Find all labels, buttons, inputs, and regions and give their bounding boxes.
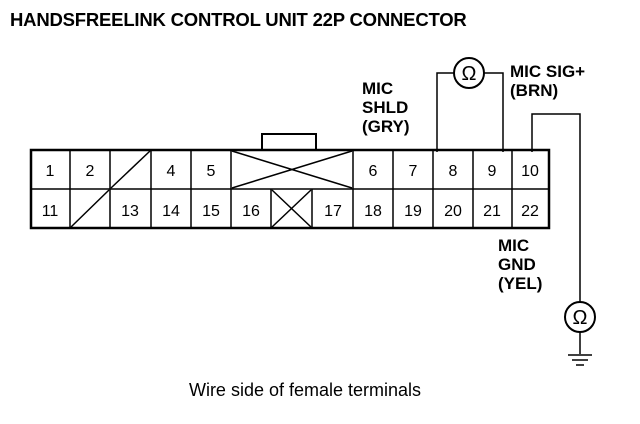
- ohmmeter-top-lead: [436, 72, 504, 152]
- mic-shld-label-line2: SHLD: [362, 98, 409, 117]
- pin-15: 15: [202, 203, 220, 220]
- ohm-symbol-ground: Ω: [573, 307, 588, 329]
- pin-18: 18: [364, 203, 382, 220]
- empty-cavity-slash-top: [110, 150, 151, 189]
- empty-cavity-cross-wide: [231, 150, 353, 189]
- ohmmeter-ground-lead: [531, 113, 581, 302]
- diagram-caption: Wire side of female terminals: [188, 380, 422, 400]
- pin-13: 13: [121, 203, 139, 220]
- pin-17: 17: [324, 203, 342, 220]
- pin-20: 20: [444, 203, 462, 220]
- pin-21: 21: [483, 203, 501, 220]
- mic-shld-label: MIC SHLD (GRY): [362, 79, 410, 136]
- pin-7: 7: [409, 163, 418, 180]
- pin-16: 16: [242, 203, 260, 220]
- pin-1: 1: [46, 163, 55, 180]
- pin-6: 6: [369, 163, 378, 180]
- ground-icon: [568, 354, 592, 366]
- pin-14: 14: [162, 203, 180, 220]
- pin-4: 4: [167, 163, 176, 180]
- pin-9: 9: [488, 163, 497, 180]
- mic-gnd-label-line2: GND: [498, 255, 536, 274]
- ohm-symbol-top: Ω: [462, 63, 477, 85]
- pin-19: 19: [404, 203, 422, 220]
- mic-gnd-label: MIC GND (YEL): [498, 236, 542, 293]
- mic-sig-label-line1: MIC SIG+: [510, 62, 586, 81]
- mic-shld-label-line3: (GRY): [362, 117, 410, 136]
- top-row-dividers: [69, 150, 513, 189]
- pin-2: 2: [86, 163, 95, 180]
- mic-sig-label-line2: (BRN): [510, 81, 559, 100]
- bottom-row-dividers: [69, 189, 513, 228]
- connector-lock-tab: [255, 133, 323, 151]
- ohmmeter-top-icon: [453, 57, 485, 89]
- pin-10: 10: [521, 163, 539, 180]
- mic-gnd-label-line3: (YEL): [498, 274, 543, 293]
- mic-sig-label: MIC SIG+ (BRN): [510, 62, 585, 100]
- mic-gnd-label-line1: MIC: [498, 236, 530, 255]
- mic-shld-label-line1: MIC: [362, 79, 394, 98]
- diagram-title: HANDSFREELINK CONTROL UNIT 22P CONNECTOR: [10, 9, 467, 30]
- pin-8: 8: [449, 163, 458, 180]
- pin-22: 22: [521, 203, 539, 220]
- pin-11: 11: [42, 203, 59, 220]
- empty-cavity-cross-small: [271, 189, 312, 228]
- empty-cavity-slash-bottom: [70, 189, 110, 228]
- pin-5: 5: [207, 163, 216, 180]
